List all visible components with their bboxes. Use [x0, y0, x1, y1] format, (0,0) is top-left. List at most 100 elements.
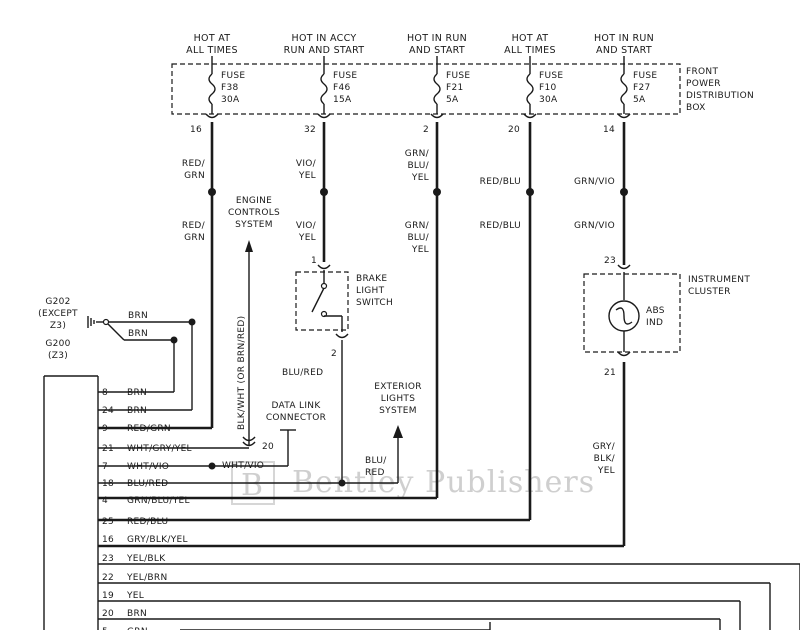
wire-color-labels: RED/ GRN RED/ GRN VIO/ YEL VIO/ YEL GRN/…: [182, 149, 615, 255]
exterior-lights-system: EXTERIOR LIGHTS SYSTEM: [374, 382, 422, 416]
svg-text:DATA LINK: DATA LINK: [271, 401, 321, 411]
svg-text:AND START: AND START: [409, 45, 465, 56]
connector-block: [43, 375, 99, 630]
svg-text:HOT IN RUN: HOT IN RUN: [594, 33, 654, 44]
svg-text:BRN: BRN: [128, 311, 148, 321]
conn-pin: 24: [102, 406, 114, 416]
svg-text:1: 1: [311, 256, 317, 266]
svg-text:SYSTEM: SYSTEM: [235, 220, 273, 230]
svg-text:5A: 5A: [446, 95, 459, 105]
power-distribution-box: [171, 63, 681, 115]
svg-text:Z3): Z3): [50, 321, 66, 331]
svg-text:2: 2: [423, 125, 429, 135]
conn-pin: 23: [102, 554, 114, 564]
fuse-headers: HOT AT ALL TIMES HOT IN ACCY RUN AND STA…: [186, 33, 654, 56]
svg-text:AND START: AND START: [596, 45, 652, 56]
conn-color: BRN: [127, 388, 147, 398]
svg-text:BRAKE: BRAKE: [356, 274, 387, 284]
conn-color: BRN: [127, 406, 147, 416]
conn-pin: 7: [102, 462, 108, 472]
svg-text:F10: F10: [539, 83, 557, 93]
svg-text:RED: RED: [365, 468, 385, 478]
svg-text:GRN/: GRN/: [405, 149, 430, 159]
conn-color: RED/BLU: [127, 517, 168, 527]
svg-text:INSTRUMENT: INSTRUMENT: [688, 275, 750, 285]
svg-text:YEL: YEL: [411, 173, 429, 183]
svg-text:21: 21: [604, 368, 616, 378]
svg-text:(Z3): (Z3): [48, 351, 68, 361]
svg-text:RED/: RED/: [182, 159, 206, 169]
svg-text:DISTRIBUTION: DISTRIBUTION: [686, 91, 754, 101]
svg-text:20: 20: [508, 125, 520, 135]
svg-text:32: 32: [304, 125, 316, 135]
svg-text:HOT IN ACCY: HOT IN ACCY: [292, 33, 357, 44]
svg-text:GRN/: GRN/: [405, 221, 430, 231]
svg-text:BRN: BRN: [128, 329, 148, 339]
svg-text:F27: F27: [633, 83, 651, 93]
svg-text:GRN: GRN: [184, 171, 205, 181]
svg-text:WHT/VIO: WHT/VIO: [222, 461, 264, 471]
svg-text:ABS: ABS: [646, 306, 665, 316]
svg-text:FUSE: FUSE: [333, 71, 357, 81]
svg-text:YEL: YEL: [597, 466, 615, 476]
fuse-f10: FUSE F10 30A: [526, 56, 563, 114]
svg-text:GRY/: GRY/: [593, 442, 616, 452]
conn-pin: 22: [102, 573, 114, 583]
svg-text:LIGHT: LIGHT: [356, 286, 385, 296]
svg-text:BLU/: BLU/: [365, 456, 387, 466]
svg-text:15A: 15A: [333, 95, 352, 105]
svg-text:BLU/RED: BLU/RED: [282, 368, 323, 378]
svg-text:RED/: RED/: [182, 221, 206, 231]
splice-dots: [208, 188, 628, 196]
svg-text:RED/BLU: RED/BLU: [480, 177, 521, 187]
svg-text:CONTROLS: CONTROLS: [228, 208, 280, 218]
svg-text:14: 14: [603, 125, 615, 135]
svg-text:GRN: GRN: [184, 233, 205, 243]
svg-text:HOT AT: HOT AT: [194, 33, 231, 44]
conn-pin: 16: [102, 535, 114, 545]
svg-text:FUSE: FUSE: [446, 71, 470, 81]
conn-color: BRN: [127, 609, 147, 619]
data-link-connector: DATA LINK CONNECTOR 20 WHT/VIO: [208, 401, 326, 471]
svg-text:G200: G200: [45, 339, 70, 349]
svg-text:F46: F46: [333, 83, 351, 93]
svg-text:30A: 30A: [221, 95, 240, 105]
svg-text:G202: G202: [45, 297, 70, 307]
svg-text:RED/BLU: RED/BLU: [480, 221, 521, 231]
svg-text:ALL TIMES: ALL TIMES: [504, 45, 556, 56]
svg-text:20: 20: [262, 442, 274, 452]
svg-text:F38: F38: [221, 83, 239, 93]
conn-color: RED/GRN: [127, 424, 171, 434]
brake-output-wire: BLU/RED BLU/ RED: [98, 340, 403, 487]
svg-text:BOX: BOX: [686, 103, 706, 113]
svg-text:2: 2: [331, 349, 337, 359]
svg-text:5A: 5A: [633, 95, 646, 105]
watermark-logo: B: [241, 468, 264, 503]
fuse-f21: FUSE F21 5A: [433, 56, 470, 114]
conn-pin: 21: [102, 444, 114, 454]
svg-text:VIO/: VIO/: [296, 159, 317, 169]
svg-text:BLK/: BLK/: [594, 454, 616, 464]
svg-text:30A: 30A: [539, 95, 558, 105]
conn-color: YEL/BRN: [126, 573, 168, 583]
conn-pin: 5: [102, 627, 108, 630]
engine-controls-system: ENGINE CONTROLS SYSTEM BLK/WHT (OR BRN/R…: [98, 196, 280, 449]
svg-text:16: 16: [190, 125, 202, 135]
svg-text:RUN AND START: RUN AND START: [284, 45, 365, 56]
vertical-wire-label: BLK/WHT (OR BRN/RED): [237, 316, 247, 430]
svg-text:LIGHTS: LIGHTS: [381, 394, 415, 404]
svg-text:CLUSTER: CLUSTER: [688, 287, 731, 297]
svg-text:FUSE: FUSE: [633, 71, 657, 81]
svg-text:F21: F21: [446, 83, 464, 93]
box-pin-connectors: 16 32 2 20 14: [190, 113, 631, 135]
power-box-label: FRONT POWER DISTRIBUTION BOX: [686, 67, 754, 113]
svg-text:FUSE: FUSE: [221, 71, 245, 81]
svg-text:IND: IND: [646, 318, 663, 328]
svg-text:EXTERIOR: EXTERIOR: [374, 382, 422, 392]
brake-light-switch: 1 2 BRAKE LIGHT SWITCH: [295, 256, 393, 359]
lower-output-wires: [98, 563, 800, 630]
svg-text:23: 23: [604, 256, 616, 266]
svg-text:SWITCH: SWITCH: [356, 298, 393, 308]
svg-text:FUSE: FUSE: [539, 71, 563, 81]
svg-text:HOT IN RUN: HOT IN RUN: [407, 33, 467, 44]
